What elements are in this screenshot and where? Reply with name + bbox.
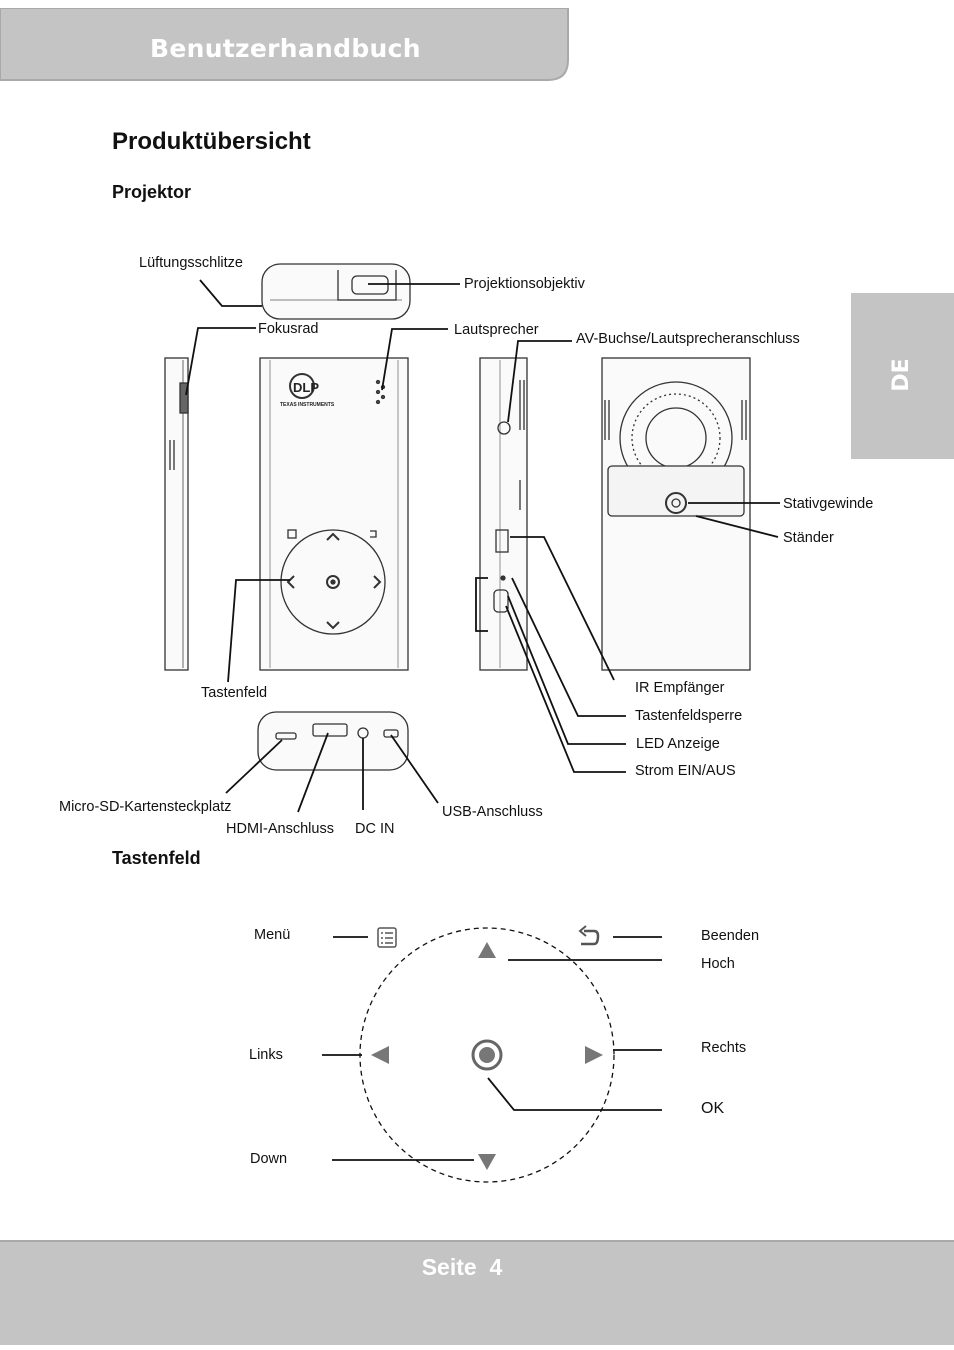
- keypad-label-up: Hoch: [701, 956, 735, 972]
- label-microsd: Micro-SD-Kartensteckplatz: [59, 799, 232, 815]
- ok-button-icon: [471, 1039, 503, 1071]
- label-dcin: DC IN: [355, 821, 395, 837]
- up-arrow-icon: [478, 942, 496, 958]
- language-tab: [851, 293, 954, 459]
- leader-ir: [510, 536, 615, 681]
- header-tab: [0, 8, 569, 81]
- leader-power: [505, 605, 626, 773]
- keypad-label-left: Links: [249, 1047, 283, 1063]
- leader-hdmi: [297, 732, 329, 813]
- leader-av: [507, 340, 572, 423]
- keypad-label-ok: OK: [701, 1100, 725, 1117]
- projector-back-view: [601, 357, 751, 671]
- leader-keypad-bracket: [475, 577, 488, 632]
- left-arrow-icon: [371, 1046, 389, 1064]
- label-power: Strom EIN/AUS: [635, 763, 736, 779]
- leader-microsd: [225, 739, 283, 794]
- leader-keypad: [227, 579, 290, 683]
- label-keypad: Tastenfeld: [201, 685, 268, 701]
- label-ir: IR Empfänger: [635, 680, 725, 696]
- label-usb: USB-Anschluss: [442, 804, 543, 820]
- keypad-label-menu: Menü: [254, 927, 291, 943]
- leader-ok: [487, 1077, 662, 1111]
- device-maker-text: TEXAS INSTRUMENTS: [280, 402, 335, 408]
- leader-led: [507, 595, 626, 745]
- leader-usb: [390, 734, 439, 804]
- projector-left-side-view: [164, 357, 189, 671]
- down-arrow-icon: [478, 1154, 496, 1170]
- right-arrow-icon: [585, 1046, 603, 1064]
- section-title: Produktübersicht: [112, 128, 311, 155]
- keypad-label-exit: Beenden: [701, 928, 760, 944]
- projector-front-view: [259, 357, 409, 671]
- menu-icon: [377, 927, 397, 948]
- label-keylock: Tastenfeldsperre: [635, 708, 743, 724]
- keypad-label-right: Rechts: [701, 1040, 747, 1056]
- label-speaker: Lautsprecher: [454, 322, 539, 338]
- exit-icon: [578, 925, 600, 946]
- label-hdmi: HDMI-Anschluss: [226, 821, 334, 837]
- page-number: Seite 4: [421, 1254, 503, 1280]
- label-focus: Fokusrad: [258, 321, 319, 337]
- keypad-subtitle: Tastenfeld: [112, 848, 201, 868]
- footer-bar: [0, 1240, 954, 1345]
- projector-top-view: [261, 263, 411, 320]
- leader-speaker: [381, 328, 448, 391]
- label-tripod: Stativgewinde: [783, 496, 874, 512]
- label-av: AV-Buchse/Lautsprecheranschluss: [576, 331, 800, 347]
- projector-subtitle: Projektor: [112, 182, 192, 202]
- device-brand-logo: DLP: [293, 380, 319, 395]
- leader-focus: [185, 327, 256, 396]
- header-title: Benutzerhandbuch: [150, 34, 421, 63]
- label-stand: Ständer: [783, 530, 834, 546]
- leader-stand: [695, 515, 779, 538]
- label-lens: Projektionsobjektiv: [464, 276, 585, 292]
- keypad-label-down: Down: [250, 1151, 288, 1167]
- label-vents: Lüftungsschlitze: [139, 255, 243, 271]
- label-led: LED Anzeige: [636, 736, 720, 752]
- leader-keylock: [511, 577, 626, 717]
- projector-bottom-view: [257, 711, 409, 771]
- leader-vents: [199, 279, 262, 307]
- projector-right-side-view: [479, 357, 528, 671]
